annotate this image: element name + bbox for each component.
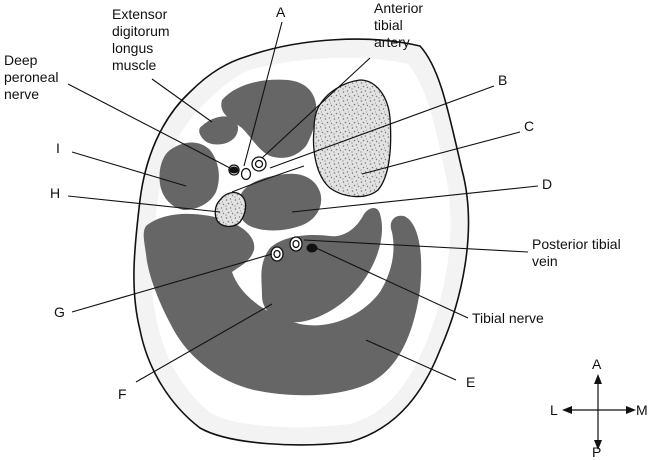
label-edl-line-3: longus <box>112 40 154 56</box>
gastrocnemius-muscle <box>143 213 422 396</box>
label-c: C <box>524 118 535 134</box>
tibial-nerve-dot <box>306 243 318 253</box>
leader-e <box>365 339 457 381</box>
label-a: A <box>276 4 286 20</box>
label-ata-line-2: tibial <box>374 17 403 33</box>
label-tibial-nerve: Tibial nerve <box>472 310 544 326</box>
label-edl-line-4: muscle <box>112 57 157 73</box>
label-f: F <box>118 386 127 402</box>
label-edl-line-2: digitorum <box>112 23 170 39</box>
leader-a <box>243 21 283 167</box>
label-g: G <box>54 304 65 320</box>
leader-c <box>361 131 521 175</box>
label-dpn-line-1: Deep <box>4 52 38 68</box>
compass-arrow-down-icon <box>594 440 602 450</box>
leader-edl <box>151 78 213 123</box>
tibialis-posterior-muscle <box>238 173 322 231</box>
leader-b <box>269 85 495 169</box>
leader-ata <box>261 57 371 159</box>
leader-d <box>291 185 539 213</box>
label-ptv-line-1: Posterior tibial <box>532 236 621 252</box>
deep-peroneal-nerve-dot <box>229 166 239 174</box>
tibialis-anterior-muscle <box>221 79 317 158</box>
peroneal-muscle <box>159 142 219 210</box>
label-i: I <box>56 140 60 156</box>
label-ata-line-1: Anterior <box>374 0 424 16</box>
compass-arrow-left-icon <box>562 406 572 414</box>
leader-g <box>71 253 273 313</box>
label-extensor-digitorum-longus: Extensor digitorum longus muscle <box>112 6 170 74</box>
anterior-tibial-artery-inner <box>254 159 264 169</box>
label-d: D <box>542 176 553 192</box>
leader-f <box>135 303 273 383</box>
leader-h <box>67 195 221 213</box>
leader-dpn <box>67 83 231 169</box>
compass-medial-label: M <box>636 402 648 418</box>
label-dpn-line-2: peroneal <box>4 69 59 85</box>
compass-posterior-label: P <box>592 444 602 460</box>
label-dpn-line-3: nerve <box>4 86 40 102</box>
leader-i <box>71 151 187 187</box>
extensor-digitorum-longus-muscle <box>199 116 238 145</box>
interosseous-membrane <box>231 160 305 190</box>
label-h: H <box>50 185 61 201</box>
label-b: B <box>498 72 508 88</box>
compass-lateral-label: L <box>550 402 558 418</box>
label-deep-peroneal-nerve: Deep peroneal nerve <box>4 52 59 103</box>
label-ptv-line-2: vein <box>532 253 558 269</box>
posterior-tibial-vessel-inner <box>292 239 300 249</box>
interosseous-membrane-edge <box>231 165 305 193</box>
compass-arrow-up-icon <box>594 374 602 384</box>
compass-arrow-right-icon <box>626 406 636 414</box>
label-posterior-tibial-vein: Posterior tibial vein <box>532 236 621 270</box>
orientation-compass <box>562 374 636 450</box>
soleus-muscle <box>261 208 383 323</box>
compass-anterior-label: A <box>592 356 602 372</box>
label-ata-line-3: artery <box>374 34 410 50</box>
anterior-tibial-vein-small <box>240 167 252 181</box>
label-anterior-tibial-artery: Anterior tibial artery <box>374 0 423 51</box>
peroneal-vessel-inner <box>273 249 281 259</box>
label-edl-line-1: Extensor <box>112 6 168 22</box>
fibula-bone <box>214 191 247 228</box>
leader-ptv <box>303 239 529 253</box>
leader-tn <box>315 247 469 319</box>
label-e: E <box>466 374 476 390</box>
